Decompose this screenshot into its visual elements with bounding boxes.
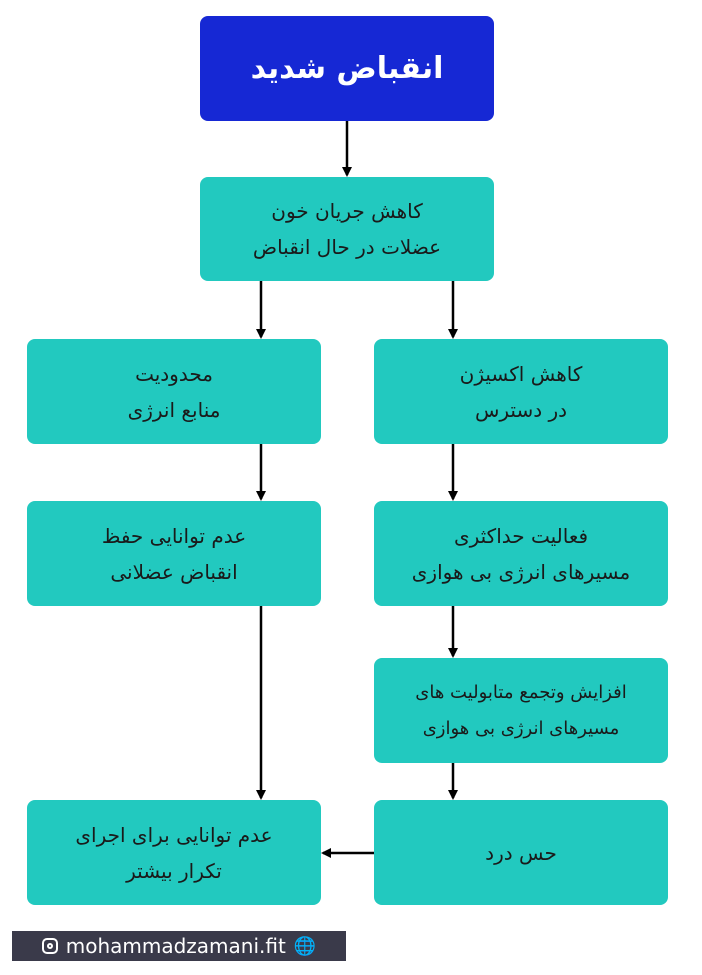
node-pain-line-1: حس درد <box>485 840 557 865</box>
node-cannot-repeat-line-2: تکرار بیشتر <box>126 858 222 883</box>
node-limited-energy-line-1: محدودیت <box>135 361 213 386</box>
node-reduced-oxygen-line-2: در دسترس <box>474 397 568 422</box>
node-limited-energy-line-2: منابع انرژی <box>127 397 221 422</box>
node-pain: حس درد <box>374 800 668 905</box>
node-reduced-blood-flow: کاهش جریان خون عضلات در حال انقباض <box>200 177 494 281</box>
node-reduced-blood-flow-line-1: کاهش جریان خون <box>271 199 423 223</box>
node-reduced-oxygen-line-1: کاهش اکسیژن <box>459 361 583 386</box>
node-max-anaerobic-line-1: فعالیت حداکثری <box>453 523 589 548</box>
globe-icon: 🌐 <box>293 935 317 957</box>
node-metabolite-accumulation-line-1: افزایش وتجمع متابولیت های <box>415 681 627 703</box>
node-cannot-maintain-line-2: انقباض عضلانی <box>110 559 238 584</box>
node-metabolite-accumulation-line-2: مسیرهای انرژی بی هوازی <box>422 717 620 739</box>
footer-watermark: mohammadzamani.fit 🌐 <box>12 931 346 961</box>
node-max-anaerobic-line-2: مسیرهای انرژی بی هوازی <box>411 559 631 584</box>
node-strong-contraction: انقباض شدید <box>200 16 494 121</box>
instagram-icon <box>41 938 58 954</box>
node-cannot-maintain-line-1: عدم توانایی حفظ <box>101 523 247 548</box>
node-cannot-maintain: عدم توانایی حفظ انقباض عضلانی <box>27 501 321 606</box>
node-limited-energy: محدودیت منابع انرژی <box>27 339 321 444</box>
node-cannot-repeat: عدم توانایی برای اجرای تکرار بیشتر <box>27 800 321 905</box>
node-strong-contraction-line-1: انقباض شدید <box>250 50 444 86</box>
node-cannot-repeat-line-1: عدم توانایی برای اجرای <box>75 822 273 847</box>
node-reduced-blood-flow-line-2: عضلات در حال انقباض <box>252 235 442 259</box>
node-max-anaerobic: فعالیت حداکثری مسیرهای انرژی بی هوازی <box>374 501 668 606</box>
footer-handle: mohammadzamani.fit <box>65 934 286 958</box>
node-metabolite-accumulation: افزایش وتجمع متابولیت های مسیرهای انرژی … <box>374 658 668 763</box>
node-reduced-oxygen: کاهش اکسیژن در دسترس <box>374 339 668 444</box>
